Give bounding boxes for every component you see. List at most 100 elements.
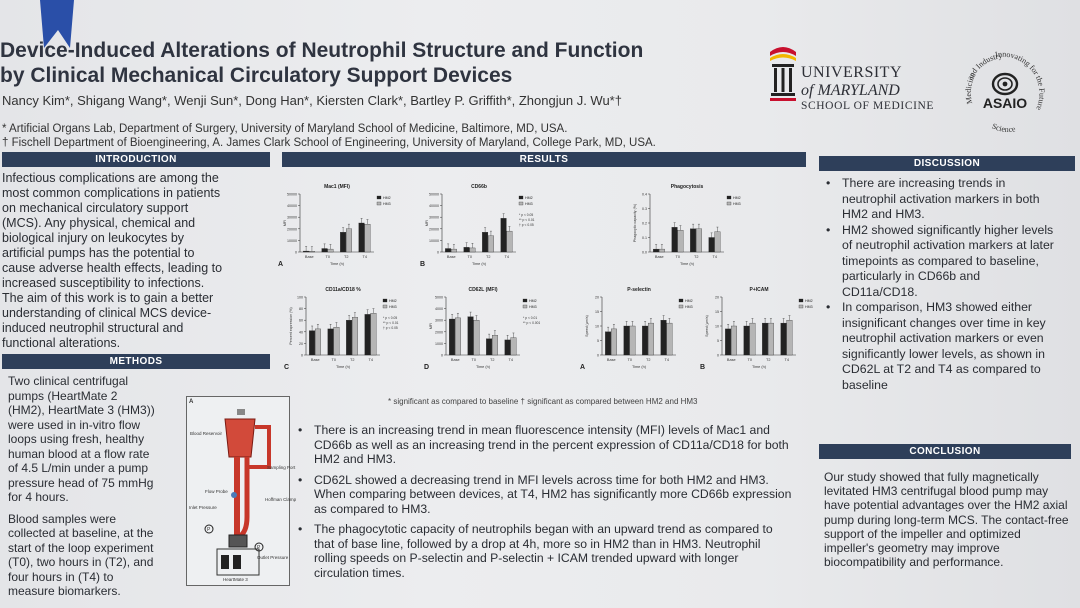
bar-hm2 — [708, 237, 715, 253]
y-tick-label: 20 — [299, 342, 303, 346]
bar-hm2 — [660, 320, 667, 356]
x-tick-label: T0 — [748, 358, 752, 362]
bar-hm2 — [327, 328, 334, 356]
x-tick-label: T0 — [472, 358, 476, 362]
methods-line: start of the loop experiment — [8, 540, 154, 555]
bar-hm2 — [482, 232, 489, 253]
y-tick-label: 15 — [715, 310, 719, 314]
chart-title: P+ICAM — [749, 287, 768, 293]
x-axis-label: Time (h) — [336, 365, 351, 369]
methods-line: (T0), two hours in (T2), and — [8, 555, 154, 569]
bar-hm2 — [340, 232, 347, 253]
discussion-bullets: There are increasing trends in neutrophi… — [826, 176, 1058, 393]
label-reservoir: Blood Reservoir — [190, 431, 223, 436]
x-tick-label: T4 — [665, 358, 669, 362]
y-tick-label: 5 — [597, 339, 599, 343]
bar-hm3 — [714, 231, 721, 253]
title-line-2: by Clinical Mechanical Circulatory Suppo… — [0, 64, 513, 87]
bar-hm2 — [504, 339, 511, 356]
label-pump: HeartMate 3 — [223, 577, 248, 582]
y-tick-label: 0.4 — [642, 193, 647, 197]
flow-loop-drawing — [204, 409, 271, 576]
authors: Nancy Kim*, Shigang Wang*, Wenji Sun*, D… — [2, 93, 622, 108]
legend-swatch — [678, 298, 684, 303]
methods-line: of 4.5 L/min under a pump — [8, 461, 149, 475]
chart-panel-label: A — [278, 261, 283, 268]
x-tick-label: T4 — [505, 255, 509, 259]
legend-label: HM2 — [685, 299, 693, 303]
x-axis-label: Time (h) — [752, 365, 767, 369]
chart-title: P-selectin — [627, 287, 651, 293]
y-tick-label: 40000 — [429, 204, 439, 208]
legend-label: HM3 — [529, 305, 537, 309]
y-tick-label: 40 — [299, 330, 303, 334]
y-tick-label: 100 — [297, 296, 303, 300]
y-tick-label: 0.0 — [642, 251, 647, 255]
discussion-header: DISCUSSION — [819, 156, 1075, 171]
chart-panel-label: C — [284, 364, 289, 371]
introduction-header: INTRODUCTION — [2, 152, 270, 167]
significance-annotation: ** p < 0.001 — [523, 321, 540, 325]
significance-annotation: ** p < 0.01 — [383, 321, 399, 325]
affiliations: * Artificial Organs Lab, Department of S… — [2, 122, 656, 150]
y-axis-label: MFI — [425, 220, 429, 226]
y-tick-label: 20000 — [287, 227, 297, 231]
methods-line: human blood at a flow rate — [8, 446, 150, 461]
y-tick-label: 5 — [717, 339, 719, 343]
bar-hm3 — [659, 248, 665, 253]
pin-icon — [40, 0, 74, 48]
bar-hm2 — [346, 320, 353, 356]
umd-line-3: SCHOOL OF MEDICINE — [801, 100, 935, 112]
intro-line: understanding of clinical MCS device- — [2, 306, 212, 320]
y-tick-label: 0 — [301, 354, 303, 358]
legend-label: HM2 — [805, 299, 813, 303]
svg-text:Science: Science — [988, 113, 1019, 142]
bar-hm3 — [455, 317, 461, 356]
x-axis-label: Time (h) — [632, 365, 647, 369]
x-tick-label: T0 — [332, 358, 336, 362]
x-tick-label: T4 — [363, 255, 367, 259]
chart-panel-label: A — [580, 364, 585, 371]
bar-hm3 — [648, 322, 654, 356]
legend-swatch — [726, 195, 732, 200]
legend-swatch — [678, 304, 684, 309]
y-tick-label: 0 — [597, 354, 599, 358]
bar-hm2 — [671, 227, 678, 253]
bar-hm3 — [346, 228, 352, 253]
x-tick-label: T2 — [486, 255, 490, 259]
y-axis-label: MFI — [283, 220, 287, 226]
bar-hm3 — [370, 313, 377, 356]
legend-swatch — [798, 304, 804, 309]
intro-line: artificial pumps has the potential to — [2, 246, 195, 260]
y-tick-label: 10000 — [287, 239, 297, 243]
y-tick-label: 20 — [715, 296, 719, 300]
umd-wordmark: UNIVERSITY of MARYLAND SCHOOL OF MEDICIN… — [801, 64, 934, 112]
x-tick-label: T2 — [350, 358, 354, 362]
y-tick-label: 0 — [717, 354, 719, 358]
introduction-text: Infectious complications are among the m… — [2, 171, 270, 351]
x-tick-label: Base — [447, 255, 456, 259]
legend-label: HM3 — [733, 202, 741, 206]
methods-line: Two clinical centrifugal — [8, 374, 129, 388]
umd-logo: UNIVERSITY of MARYLAND SCHOOL OF MEDICIN… — [768, 42, 938, 112]
label-sampling-port: Sampling Port — [267, 465, 296, 470]
legend-label: HM3 — [525, 202, 533, 206]
bar-hm3 — [786, 320, 793, 356]
legend-label: HM2 — [529, 299, 537, 303]
y-tick-label: 0.3 — [642, 207, 647, 211]
poster-title: Device-Induced Alterations of Neutrophil… — [0, 38, 643, 88]
chart-svg: CD66bB01000020000300004000050000MFITime … — [420, 184, 535, 268]
x-tick-label: T4 — [509, 358, 513, 362]
y-tick-label: 0 — [441, 354, 443, 358]
bar-hm3 — [506, 230, 513, 253]
legend-label: HM2 — [733, 196, 741, 200]
intro-line: functional alterations. — [2, 336, 121, 350]
discussion-bullet: In comparison, HM3 showed either insigni… — [826, 300, 1058, 393]
x-tick-label: T2 — [766, 358, 770, 362]
x-tick-label: T2 — [490, 358, 494, 362]
